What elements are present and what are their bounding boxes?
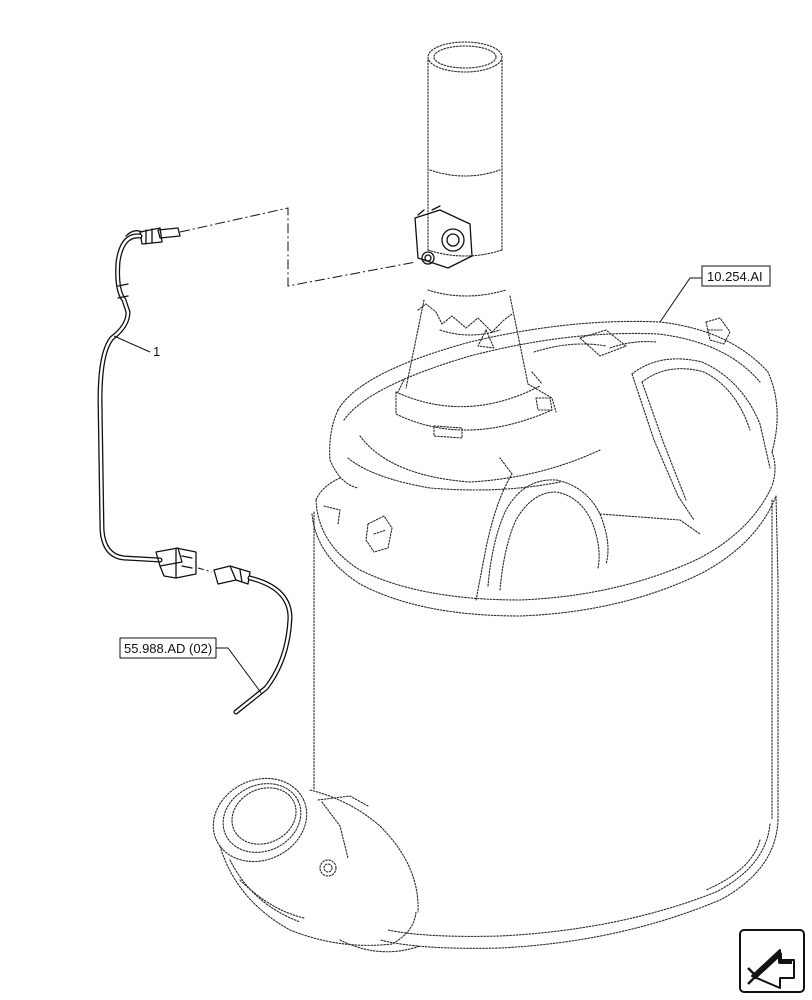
muffler-assembly [212,41,779,953]
sensor-mounting-boss [414,205,473,269]
temperature-sensor [97,227,197,579]
part-number-callout: 1 [113,335,160,359]
next-page-arrow-icon[interactable] [739,929,805,993]
sensor-connector [155,547,197,579]
harness-connector [197,565,293,715]
harness-ref-label: 55.988.AD (02) [124,641,212,656]
lower-inlet [212,777,421,953]
part-number-label: 1 [153,344,160,359]
installation-guide-line [179,207,417,287]
harness-reference-callout: 55.988.AD (02) [119,637,263,695]
muffler-ref-label: 10.254.AI [707,269,763,284]
muffler-reference-callout: 10.254.AI [659,265,771,323]
